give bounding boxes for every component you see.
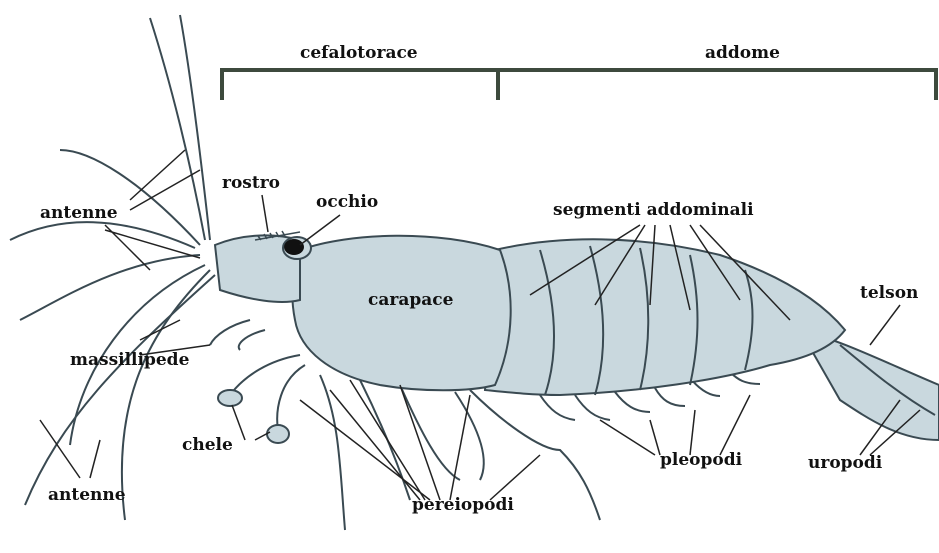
label-carapace: carapace	[368, 290, 454, 310]
section-brackets	[222, 70, 936, 100]
cefalotorace-bracket	[222, 70, 498, 100]
label-rostro: rostro	[222, 173, 280, 193]
label-uropodi: uropodi	[808, 453, 883, 473]
shrimp-body	[215, 235, 845, 395]
label-chele: chele	[182, 435, 233, 455]
label-massillipede: massillipede	[70, 350, 190, 370]
label-pleopodi: pleopodi	[660, 450, 743, 470]
carapace-shape	[292, 236, 510, 391]
label-antenne-top: antenne	[40, 203, 118, 223]
label-antenne-bottom: antenne	[48, 485, 126, 505]
label-occhio: occhio	[316, 192, 378, 212]
label-segmenti-addominali: segmenti addominali	[553, 200, 754, 220]
abdomen-shape	[485, 239, 845, 395]
addome-bracket	[498, 70, 936, 100]
label-telson: telson	[860, 283, 918, 303]
label-cefalotorace: cefalotorace	[300, 43, 418, 63]
label-pereiopodi: pereiopodi	[412, 495, 514, 515]
label-addome: addome	[705, 43, 780, 63]
